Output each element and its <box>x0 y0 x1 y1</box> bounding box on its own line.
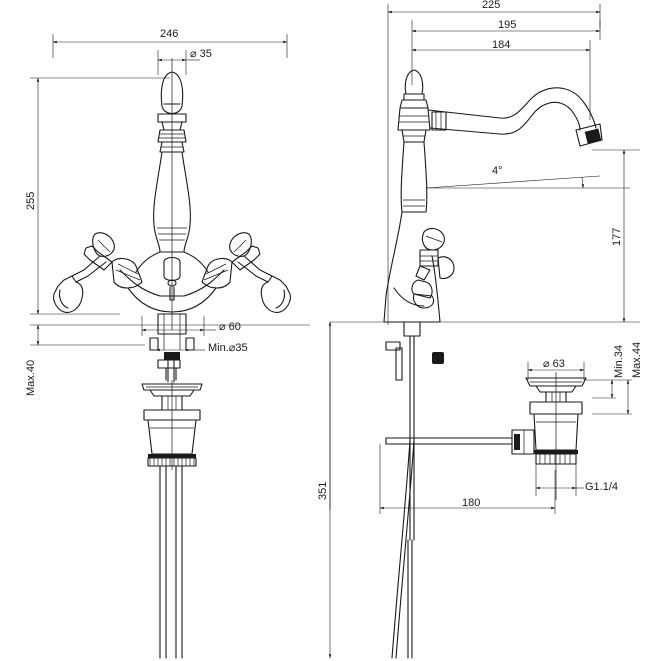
dim-knob-diameter: ⌀ 35 <box>157 48 212 75</box>
dim-spout-reach: 195 <box>411 19 601 85</box>
front-right-handle <box>201 232 291 313</box>
dim-rod-length: 180 <box>379 444 556 514</box>
front-waste <box>141 380 203 659</box>
front-faucet-body <box>53 58 291 330</box>
dim-below-deck-label: 351 <box>317 482 329 500</box>
dim-thread-label: G1.1/4 <box>585 481 618 493</box>
dim-angle-label: 4° <box>492 165 503 177</box>
dim-plug-diameter-label: ⌀ 63 <box>543 358 565 370</box>
dim-base-diameter-label: ⌀ 60 <box>219 321 241 333</box>
front-left-handle <box>53 232 143 313</box>
dim-overall-width-label: 246 <box>160 28 178 40</box>
dim-angle: 4° <box>425 165 630 189</box>
dim-spout-height-label: 177 <box>611 228 623 246</box>
side-handle <box>411 227 455 309</box>
front-view: 246 ⌀ 35 255 <box>25 28 310 659</box>
dim-plug-diameter: ⌀ 63 <box>527 358 585 380</box>
side-waste: ⌀ 63 Min.34 Max.44 <box>511 342 643 500</box>
dim-height-label: 255 <box>25 192 37 210</box>
side-faucet-body <box>329 69 603 659</box>
dim-max-label: Max.44 <box>631 342 643 378</box>
dim-outlet-reach-label: 184 <box>492 39 510 51</box>
dim-knob-diameter-label: ⌀ 35 <box>190 48 212 60</box>
dim-hole-min-label: Min.⌀35 <box>208 342 248 354</box>
dim-overall-width: 246 <box>52 28 288 58</box>
dim-min-label: Min.34 <box>613 345 625 378</box>
dim-below-deck: 351 <box>317 321 332 659</box>
dim-total-reach: 225 <box>387 0 601 325</box>
side-view: 225 195 184 4° 177 <box>317 0 643 659</box>
front-deck: ⌀ 60 Min.⌀35 Max.40 <box>25 313 310 396</box>
dim-spout-reach-label: 195 <box>498 19 516 31</box>
dim-rod-length-label: 180 <box>462 497 480 509</box>
dim-deck-max-label: Max.40 <box>25 360 37 396</box>
dim-total-reach-label: 225 <box>482 0 500 11</box>
dim-thread: G1.1/4 <box>535 464 618 496</box>
dim-min-max: Min.34 Max.44 <box>584 342 643 415</box>
dim-spout-height: 177 <box>440 149 640 323</box>
dim-height: 255 <box>25 77 170 315</box>
dim-outlet-reach: 184 <box>411 39 591 120</box>
